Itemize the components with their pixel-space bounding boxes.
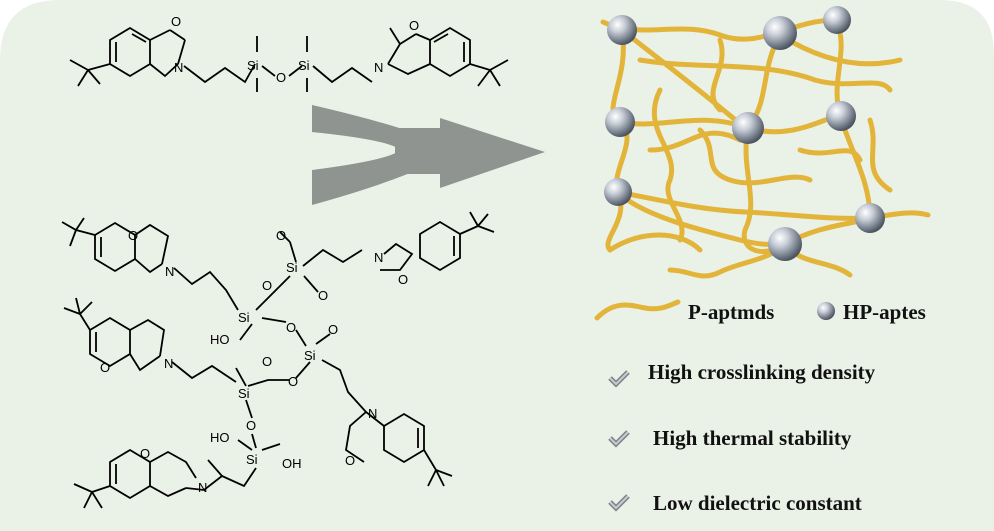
atom-label: O [262, 278, 272, 293]
atom-label: Si [304, 348, 316, 363]
hp-aptes-node [826, 101, 856, 131]
atom-label: N [164, 356, 173, 371]
polymer-network [600, 17, 931, 279]
legend-label-chain: P-aptmds [688, 300, 774, 324]
atom-label: O [345, 453, 355, 468]
hp-aptes-node [763, 16, 797, 50]
feature-item: High crosslinking density [608, 360, 876, 388]
feature-label: High thermal stability [653, 426, 852, 450]
check-icon [608, 430, 630, 448]
atom-label: HO [210, 332, 230, 347]
atom-label: N [374, 60, 383, 75]
hp-aptes-node [732, 112, 764, 144]
atom-label: O [318, 288, 328, 303]
feature-list: High crosslinking density High thermal s… [608, 360, 876, 515]
bottom-molecule [61, 211, 495, 509]
feature-label: High crosslinking density [648, 360, 876, 384]
atom-label: N [165, 264, 174, 279]
transformation-arrow [312, 105, 545, 205]
hp-aptes-node [605, 107, 635, 137]
atom-label: Si [298, 58, 310, 73]
atom-label: O [398, 272, 408, 287]
atom-label: N [198, 480, 207, 495]
top-molecule-labels: O N Si O Si N O [171, 14, 419, 85]
legend: P-aptmds HP-aptes [594, 299, 926, 324]
check-icon [608, 494, 630, 512]
feature-label: Low dielectric constant [653, 491, 862, 515]
bottom-molecule-labels: O N O Si N O O O Si HO O O Si O N O O Si… [100, 228, 408, 495]
atom-label: O [409, 18, 419, 33]
atom-label: O [288, 374, 298, 389]
atom-label: Si [238, 310, 250, 325]
hp-aptes-node [855, 203, 885, 233]
atom-label: O [140, 446, 150, 461]
atom-label: N [368, 406, 377, 421]
atom-label: O [100, 360, 110, 375]
atom-label: N [374, 250, 383, 265]
atom-label: Si [247, 58, 259, 73]
legend-label-node: HP-aptes [843, 300, 926, 324]
atom-label: O [262, 354, 272, 369]
atom-label: Si [286, 260, 298, 275]
atom-label: O [286, 320, 296, 335]
atom-label: O [276, 228, 286, 243]
atom-label: OH [282, 456, 302, 471]
atom-label: Si [238, 386, 250, 401]
atom-label: O [276, 70, 286, 85]
feature-item: Low dielectric constant [608, 491, 862, 515]
atom-label: N [174, 60, 183, 75]
p-aptmds-swatch [594, 299, 681, 321]
check-icon [608, 370, 630, 388]
hp-aptes-node [607, 15, 637, 45]
hp-aptes-swatch [817, 302, 835, 320]
atom-label: HO [210, 430, 230, 445]
atom-label: O [171, 14, 181, 29]
atom-label: Si [246, 452, 258, 467]
hp-aptes-node [604, 178, 632, 206]
hp-aptes-node [768, 227, 802, 261]
atom-label: O [128, 228, 138, 243]
atom-label: O [328, 322, 338, 337]
atom-label: O [246, 418, 256, 433]
top-molecule [69, 26, 509, 92]
hp-aptes-node [823, 6, 851, 34]
crosslink-nodes [604, 6, 885, 261]
feature-item: High thermal stability [608, 426, 852, 450]
